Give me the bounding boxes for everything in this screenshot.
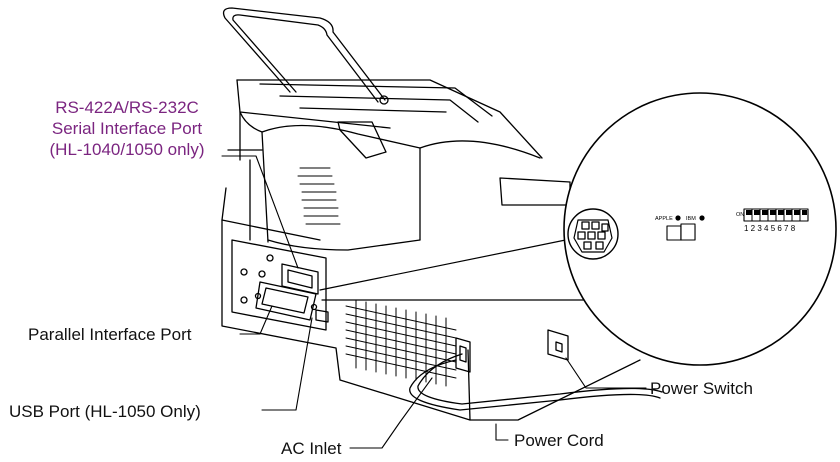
- usb-port-icon: [315, 309, 329, 323]
- leader-lines: [221, 155, 647, 449]
- serial-port-label-line-2: Serial Interface Port: [51, 119, 203, 138]
- dip-numbers-label: 1 2 3 4 5 6 7 8: [744, 224, 796, 233]
- parallel-port-label: Parallel Interface Port: [28, 325, 192, 344]
- magnifier-callout: [319, 92, 837, 366]
- power-switch-icon: [547, 329, 569, 361]
- interface-panel-icon: [231, 239, 327, 331]
- power-switch-label: Power Switch: [650, 379, 753, 398]
- power-cord-label: Power Cord: [514, 431, 604, 450]
- paper-support-icon: [222, 7, 389, 105]
- paper-tray-icon: [236, 79, 543, 159]
- ac-inlet-label: AC Inlet: [281, 439, 342, 458]
- usb-port-label: USB Port (HL-1050 Only): [9, 402, 201, 421]
- printer-body-icon: [221, 111, 641, 421]
- dip-switch-icon: ON 1 2 3 4 5 6 7 8: [736, 208, 809, 233]
- parallel-connector-icon: [254, 281, 318, 321]
- mini-din-connector-icon: [567, 208, 619, 260]
- power-cord-icon: [409, 337, 663, 411]
- apple-ibm-switch-icon: APPLE IBM: [655, 215, 705, 241]
- dip-on-label: ON: [736, 212, 744, 218]
- serial-port-label-line-3: (HL-1040/1050 only): [49, 140, 205, 159]
- vent-grille-icon: [297, 167, 457, 387]
- switch-apple-label: APPLE: [655, 216, 673, 222]
- serial-connector-icon: [281, 263, 319, 295]
- switch-ibm-label: IBM: [686, 216, 696, 222]
- serial-port-label-line-1: RS-422A/RS-232C: [55, 98, 199, 117]
- serial-port-label: RS-422A/RS-232C Serial Interface Port (H…: [28, 97, 226, 160]
